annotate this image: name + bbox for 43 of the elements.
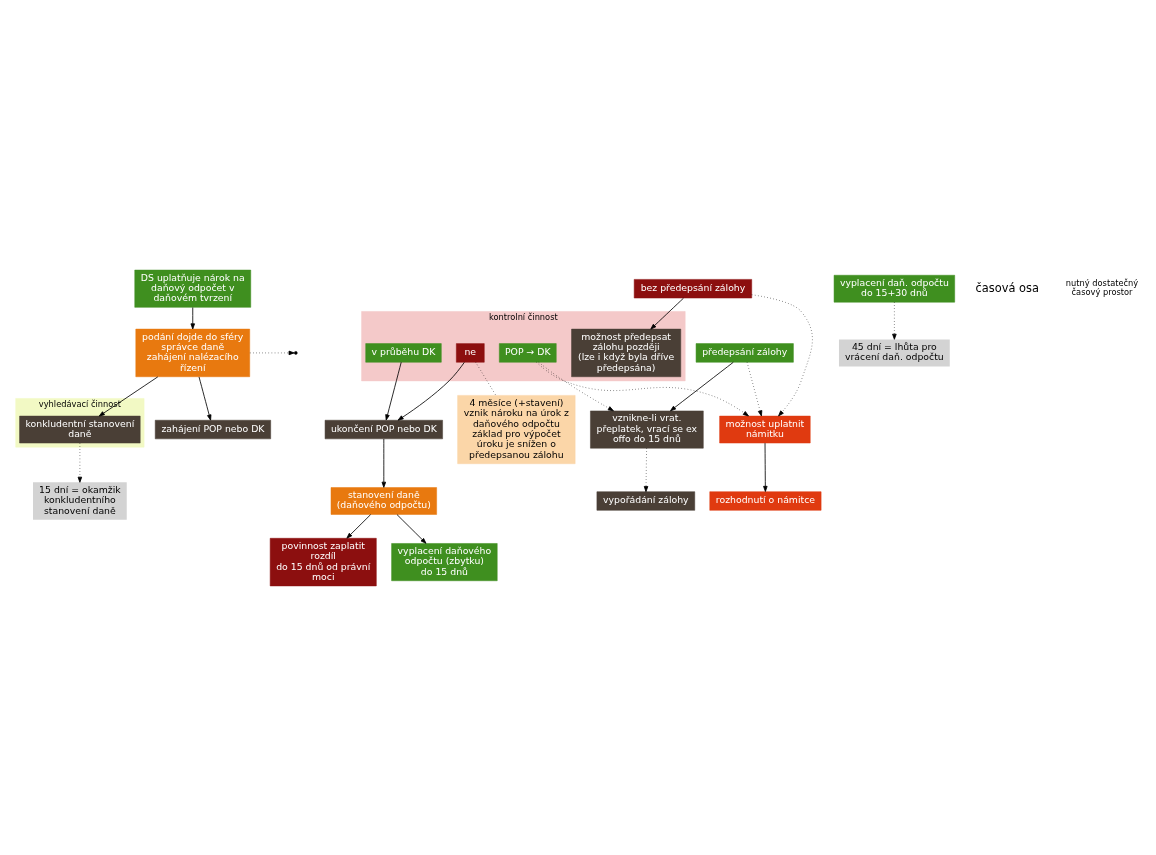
- node-box: ne: [456, 342, 485, 362]
- node-box: zahájení POP nebo DK: [154, 419, 271, 439]
- node-box: 15 dní = okamžik konkludentního stanovení daně: [33, 481, 127, 520]
- node-box: možnost uplatnit námitku: [719, 415, 811, 443]
- node-box: konkludentní stanovení daně: [19, 415, 141, 443]
- node-box: předepsání zálohy: [695, 342, 794, 362]
- arrow: [396, 513, 427, 544]
- label: nutný dostatečný časový prostor: [1065, 277, 1139, 297]
- node-box: vyplacení daň. odpočtu do 15+30 dnů: [833, 274, 955, 302]
- node-box: POP → DK: [499, 342, 557, 362]
- node-box: v průběhu DK: [365, 342, 442, 362]
- arrow: [346, 513, 372, 539]
- arrow: [643, 447, 649, 492]
- arrow: [763, 442, 768, 492]
- arrow: [190, 306, 195, 329]
- arrow: [397, 361, 465, 421]
- node-box: 45 dní = lhůta pro vrácení daň. odpočtu: [838, 338, 950, 366]
- arrow: [746, 361, 763, 416]
- arrow: [536, 361, 749, 416]
- node-box: podání dojde do sféry správce daně zahájení nalézacího řízení: [135, 328, 250, 377]
- arrow: [385, 361, 402, 420]
- node-box: 4 měsíce (+stavení) vznik nároku na úrok z daňového odpočtu základ pro výpočet úroku je snížen o předepsanou zálohu: [457, 394, 576, 464]
- arrow: [198, 376, 212, 421]
- node-box: stanovení daně (daňového odpočtu): [330, 486, 437, 515]
- arrow: [670, 361, 734, 411]
- node-box: vyplacení daňového odpočtu (zbytku) do 15 dnů: [391, 542, 498, 581]
- node-box: povinnost zaplatit rozdíl do 15 dnů od právní moci: [269, 537, 377, 586]
- arrow: [751, 293, 813, 416]
- node-box: bez předepsání zálohy: [633, 278, 752, 298]
- node-box: rozhodnutí o námitce: [709, 490, 822, 511]
- node-box: DS uplatňuje nárok na daňový odpočet v daňovém tvrzení: [134, 269, 251, 308]
- node-box: vypořádání zálohy: [596, 490, 695, 511]
- arrow: [892, 301, 897, 340]
- arrow: [381, 438, 387, 488]
- label: časová osa: [975, 280, 1039, 295]
- arrow: [650, 297, 684, 329]
- arrow: [98, 375, 159, 416]
- node-box: možnost předepsat zálohu později (lze i když byla dříve předepsána): [571, 328, 682, 377]
- arrow: [77, 442, 83, 483]
- node-box: ukončení POP nebo DK: [324, 419, 443, 439]
- node-box: vznikne-li vrat. přeplatek, vrací se ex offo do 15 dnů: [590, 410, 704, 448]
- arrow: [249, 350, 295, 355]
- arrow: [538, 361, 614, 411]
